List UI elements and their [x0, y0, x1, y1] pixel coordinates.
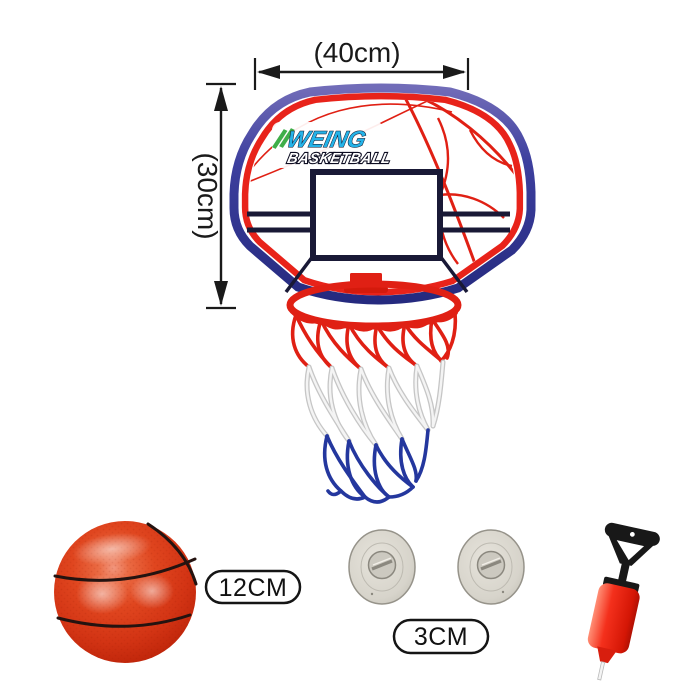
cup-inner-ring: [469, 542, 513, 592]
cup-speck: [501, 590, 505, 594]
cup-knob-slot: [480, 559, 502, 571]
width-arrowhead-left: [257, 65, 280, 79]
ball-sheen: [72, 533, 152, 565]
basketball: [53, 521, 198, 663]
height-dimension-label: (30cm): [192, 152, 223, 239]
suction-cup-2: [457, 529, 525, 605]
logo-backplate: [272, 122, 384, 168]
pump-handle-hole: [629, 531, 635, 537]
net-white-strands-outline: [307, 362, 443, 445]
height-arrowhead-bottom: [214, 281, 228, 306]
ball-size-badge: 12CM: [204, 569, 302, 605]
cup-size-label: 3CM: [414, 623, 468, 651]
pump-needle: [597, 661, 606, 681]
cup-size-badge-outline: [392, 618, 490, 655]
net-red-strands: [290, 310, 458, 371]
ball-highlight-left: [76, 574, 128, 614]
hand-pump: [587, 522, 660, 681]
logo-brand-text: WEING: [285, 126, 368, 152]
cup-knob-slot-highlight: [372, 557, 392, 566]
height-dimension: (30cm): [192, 82, 236, 310]
width-arrowhead-right: [443, 65, 466, 79]
height-arrowhead-top: [214, 86, 228, 111]
backboard: WEING BASKETBALL: [234, 88, 531, 300]
brand-logo: WEING BASKETBALL: [271, 122, 393, 168]
ball-seams: [53, 522, 198, 628]
cup-size-badge: 3CM: [392, 618, 490, 655]
suction-cup-1: [348, 529, 416, 605]
cup-inner-ring: [360, 542, 404, 592]
cup-speck: [370, 592, 374, 596]
cup-knob-slot: [371, 559, 393, 571]
logo-green-accent: [271, 128, 295, 149]
ball-highlight-right: [130, 573, 174, 609]
net-blue-strands: [322, 428, 430, 504]
pump-nozzle: [597, 646, 617, 664]
hoop-net: [290, 310, 458, 504]
ball-size-label: 12CM: [219, 574, 288, 602]
cup-knob-slot-highlight: [481, 557, 501, 566]
shooter-square: [247, 169, 510, 294]
width-dimension: (40cm): [253, 37, 470, 90]
shooter-square-box: [310, 169, 443, 261]
width-dimension-label: (40cm): [313, 37, 400, 68]
logo-sub-text: BASKETBALL: [286, 151, 393, 167]
pump-barrel: [587, 583, 640, 654]
ball-size-badge-outline: [204, 569, 302, 605]
pump-shaft: [617, 559, 631, 586]
pump-yoke-cutout: [616, 540, 645, 561]
